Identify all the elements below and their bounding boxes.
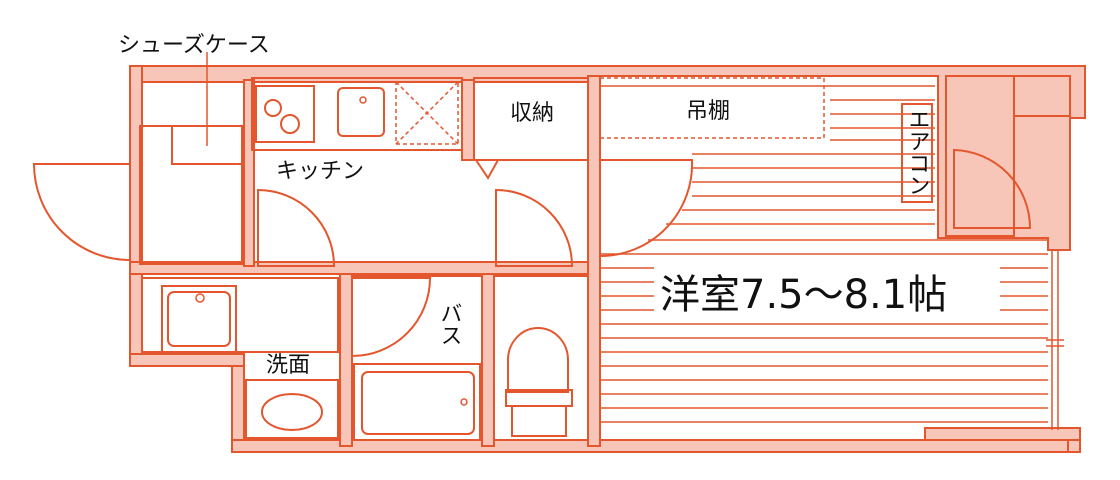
aircon-label: エアコン	[905, 108, 930, 196]
air-conditioner	[901, 103, 933, 203]
kitchen-counter	[251, 77, 463, 151]
room-label: 洋室7.5～8.1帖	[660, 272, 947, 318]
storage-closet	[473, 77, 589, 180]
toilet	[493, 275, 589, 441]
washroom-label: 洗面	[266, 353, 310, 378]
room-doors	[257, 159, 694, 267]
hanging-shelf-label: 吊棚	[686, 99, 730, 124]
entrance-door	[32, 163, 131, 261]
washroom	[141, 277, 339, 439]
hanging-shelf	[599, 77, 825, 139]
outer-walls	[129, 65, 1086, 453]
storage-label: 収納	[510, 101, 554, 126]
shoe-case	[139, 52, 243, 265]
room-label-bg	[654, 262, 1000, 322]
balcony-area	[945, 75, 1071, 430]
shoe-case-label: シューズケース	[118, 33, 270, 58]
bathroom	[351, 275, 483, 441]
bath-label: バス	[437, 302, 462, 346]
kitchen-label: キッチン	[276, 159, 364, 184]
